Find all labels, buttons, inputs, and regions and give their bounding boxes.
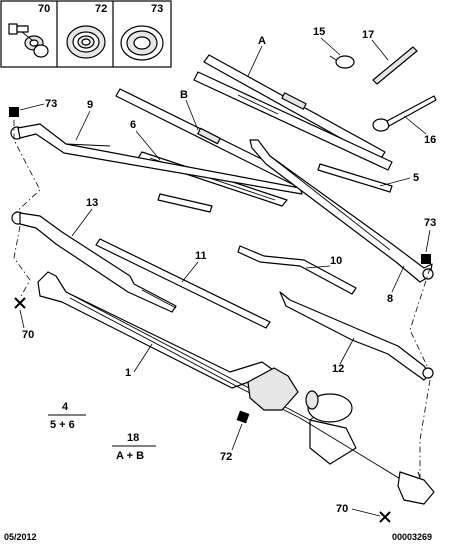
- group-note-18: 18 A + B: [112, 432, 156, 462]
- callout-13: 13: [86, 197, 98, 209]
- nozzle-5: [317, 163, 393, 193]
- callout-15: 15: [313, 26, 325, 38]
- callout-17: 17: [362, 29, 374, 41]
- callout-b: B: [180, 89, 188, 101]
- wiper-arm-9: [10, 123, 303, 195]
- wiper-arm-8: [249, 139, 434, 283]
- callout-16: 16: [424, 134, 436, 146]
- callout-10: 10: [330, 255, 342, 267]
- spray-pipe-16: [372, 95, 437, 132]
- wiper-arm-13: [11, 211, 177, 313]
- group-4-top: 4: [62, 401, 69, 413]
- group-4-bottom: 5 + 6: [50, 419, 75, 431]
- long-rod-11: [95, 238, 271, 329]
- wiper-arm-12: [279, 291, 434, 381]
- bolt-marker-70-left: [14, 297, 26, 309]
- link-rod-upper: [157, 193, 213, 213]
- header-ref-72: 72: [95, 3, 107, 15]
- nut-cap-73-left: [9, 107, 19, 117]
- callout-9: 9: [87, 99, 93, 111]
- callout-73-right: 73: [424, 217, 436, 229]
- callout-73-left: 73: [45, 98, 57, 110]
- callout-6: 6: [130, 119, 136, 131]
- linkage-assembly-1: [37, 271, 435, 505]
- wiper-blade-a: [193, 54, 393, 171]
- callout-72: 72: [220, 451, 232, 463]
- callout-8: 8: [387, 293, 393, 305]
- alignment-guides: [13, 120, 431, 478]
- clip-15: [329, 55, 355, 69]
- rod-10: [237, 245, 357, 295]
- callout-1: 1: [125, 367, 131, 379]
- footer-code: 00003269: [392, 532, 432, 542]
- header-ref-73: 73: [151, 3, 163, 15]
- rod-17: [372, 46, 418, 85]
- group-18-bottom: A + B: [116, 450, 144, 462]
- callout-12: 12: [332, 363, 344, 375]
- seal-ring-icon: [66, 25, 106, 59]
- bolt-marker-70-bottom: [379, 511, 391, 523]
- header-ref-70: 70: [38, 3, 50, 15]
- group-18-top: 18: [127, 432, 139, 444]
- callout-70-bottom: 70: [336, 503, 348, 515]
- nut-cap-73-right: [421, 254, 431, 264]
- footer-date: 05/2012: [4, 532, 37, 542]
- callout-5: 5: [413, 172, 419, 184]
- callout-a: A: [258, 35, 266, 47]
- callout-11: 11: [195, 250, 207, 262]
- group-note-4: 4 5 + 6: [48, 401, 86, 431]
- bolt-washer-icon: [8, 23, 49, 58]
- nut-cap-icon: [120, 25, 164, 61]
- seal-marker-72: [236, 410, 250, 424]
- callout-70-left: 70: [22, 329, 34, 341]
